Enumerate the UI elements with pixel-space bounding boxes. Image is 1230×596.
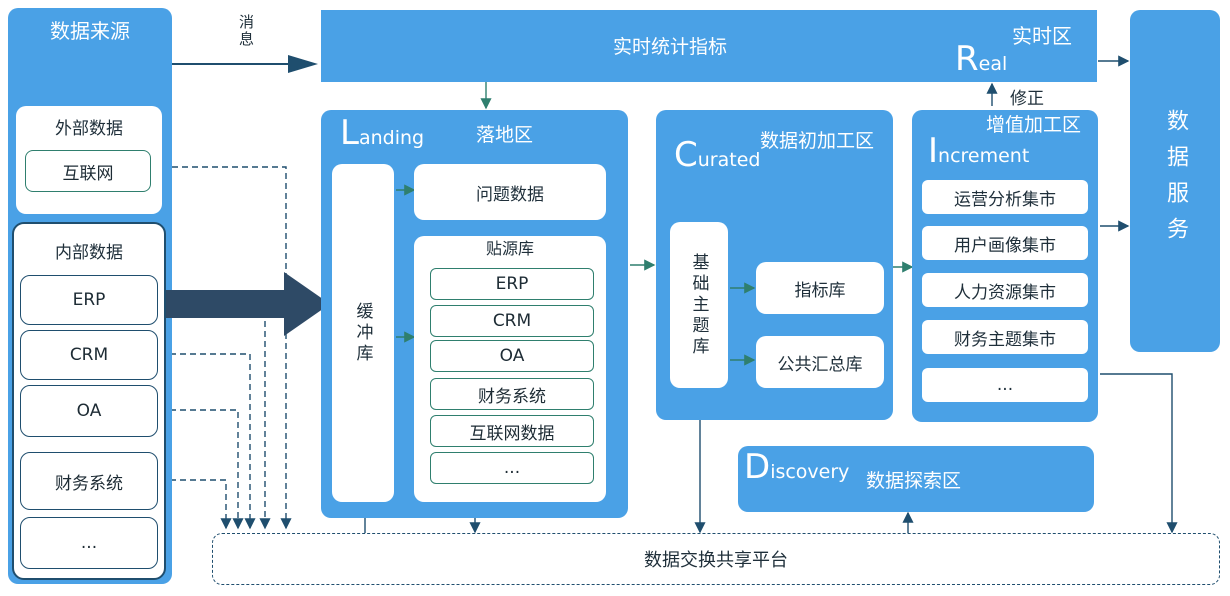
discovery-zone — [738, 446, 1094, 512]
buffer-box: 缓冲库 — [332, 164, 394, 502]
realtime-zone-initial: R — [955, 39, 979, 79]
external-data-title: 外部数据 — [55, 118, 123, 139]
source-db-crm: CRM — [430, 305, 594, 337]
source-db-finance: 财务系统 — [430, 378, 594, 410]
source-db-internet: 互联网数据 — [430, 415, 594, 447]
fix-label: 修正 — [1010, 89, 1044, 109]
internal-item-erp: ERP — [20, 275, 158, 325]
big-arrow-icon — [166, 272, 330, 336]
realtime-bar — [321, 10, 1097, 82]
realtime-zone-en: R eal — [955, 42, 1007, 76]
source-db-erp: ERP — [430, 268, 594, 300]
mart-hr: 人力资源集市 — [922, 273, 1088, 307]
internal-item-more: ... — [20, 517, 158, 569]
dash-internet — [172, 166, 292, 530]
metric-db-box: 指标库 — [756, 262, 884, 314]
data-service-label: 数据服务 — [1163, 109, 1188, 253]
dash-crm — [160, 353, 256, 530]
discovery-zone-en: D iscovery — [744, 450, 849, 484]
increment-zone-rest: ncrement — [938, 145, 1030, 167]
landing-zone-initial: L — [340, 113, 359, 153]
mart-finance: 财务主题集市 — [922, 320, 1088, 354]
buffer-arrows — [396, 184, 416, 343]
source-db-more: ... — [430, 452, 594, 484]
dash-oa — [160, 409, 244, 530]
message-arrow-head — [288, 55, 318, 73]
mart-operations: 运营分析集市 — [922, 180, 1088, 214]
line-increment-platform — [1100, 373, 1178, 534]
internal-item-finance: 财务系统 — [20, 452, 158, 510]
source-db-oa: OA — [430, 340, 594, 372]
dash-finance — [160, 479, 232, 530]
landing-zone-rest: anding — [358, 127, 425, 149]
mart-more: ... — [922, 368, 1088, 402]
message-label: 消息 — [237, 14, 255, 48]
buffer-label: 缓冲库 — [352, 301, 373, 365]
discovery-zone-rest: iscovery — [770, 461, 850, 483]
summary-db-box: 公共汇总库 — [756, 336, 884, 388]
curated-zone-cn: 数据初加工区 — [760, 130, 875, 152]
discovery-zone-cn: 数据探索区 — [866, 470, 962, 492]
internal-item-oa: OA — [20, 385, 158, 437]
data-service-panel: 数据服务 — [1130, 10, 1220, 352]
discovery-zone-initial: D — [744, 447, 771, 487]
source-db-title: 贴源库 — [485, 239, 534, 258]
increment-zone-cn: 增值加工区 — [986, 114, 1082, 136]
realtime-bar-label: 实时统计指标 — [612, 35, 727, 58]
realtime-zone-cn: 实时区 — [1012, 24, 1072, 48]
mart-user-profile: 用户画像集市 — [922, 226, 1088, 260]
landing-zone-en: L anding — [340, 116, 424, 150]
increment-zone-en: I ncrement — [928, 134, 1029, 168]
curated-zone-en: C urated — [674, 138, 760, 172]
curated-zone-rest: urated — [697, 149, 761, 171]
base-theme-box: 基础主题库 — [670, 222, 728, 388]
problem-data-box: 问题数据 — [414, 164, 606, 220]
realtime-zone-rest: eal — [978, 53, 1008, 75]
curated-zone-initial: C — [674, 135, 698, 175]
base-theme-label: 基础主题库 — [688, 252, 709, 358]
sources-title: 数据来源 — [50, 18, 130, 43]
internal-data-title: 内部数据 — [55, 242, 123, 263]
landing-zone-cn: 落地区 — [476, 124, 534, 146]
increment-zone-initial: I — [928, 131, 939, 171]
external-item-internet: 互联网 — [25, 150, 151, 192]
internal-item-crm: CRM — [20, 330, 158, 380]
curated-arrows — [730, 282, 756, 366]
exchange-platform: 数据交换共享平台 — [212, 533, 1220, 585]
